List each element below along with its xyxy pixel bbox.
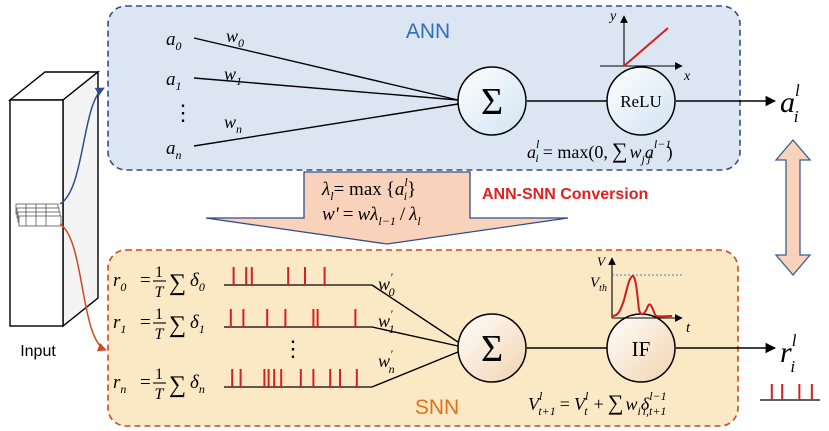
conversion-label: ANN-SNN Conversion [482, 186, 648, 203]
potential-curve [611, 274, 673, 318]
rate-label-1: r1 [113, 312, 126, 336]
rate-sum-2: ∑ [169, 372, 186, 398]
input-patch-stack [15, 203, 62, 227]
ann-input-a0: a0 [166, 29, 182, 53]
relu-axis-y: y [608, 9, 617, 24]
rate-denominator-2: T [155, 386, 165, 403]
potential-axis-vth: Vth [590, 275, 607, 294]
ann-weight-w1: w1 [224, 64, 242, 88]
potential-axis-v: V [597, 254, 607, 269]
rate-sum-0: ∑ [169, 270, 186, 296]
rate-eq-1: = [140, 312, 151, 333]
rate-eq-0: = [140, 270, 151, 291]
snn-weight-w0: w'0 [378, 270, 395, 299]
rate-eq-2: = [140, 372, 151, 393]
snn-sum-node [457, 313, 527, 383]
rate-label-0: r0 [113, 270, 126, 294]
ann-sum-node [457, 66, 527, 136]
ann-connections [193, 37, 459, 147]
rate-numerator-1: 1 [155, 306, 163, 323]
potential-plot: V Vth t [590, 254, 691, 336]
ann-input-an: an [166, 138, 182, 162]
rate-numerator-0: 1 [155, 264, 163, 281]
rate-numerator-2: 1 [155, 366, 163, 383]
input-block: Input [8, 70, 100, 360]
rate-delta-2: δn [190, 372, 205, 396]
relu-curve [623, 27, 669, 67]
ann-relu-label: ReLU [620, 92, 662, 111]
snn-sum-symbol: Σ [481, 328, 503, 370]
relu-plot: y x [600, 9, 691, 84]
conversion-formula-2: w'=wλl−1/λl [322, 204, 421, 228]
ann-relu-node [606, 66, 676, 136]
ann-ellipsis: ⋮ [172, 100, 194, 125]
input-to-snn-arrow [59, 223, 107, 352]
potential-axis-t: t [686, 320, 691, 336]
input-to-ann-arrow [59, 87, 105, 205]
snn-ellipsis: ⋮ [282, 336, 304, 361]
rate-sum-1: ∑ [169, 312, 186, 338]
snn-title: SNN [415, 396, 459, 419]
ann-title: ANN [406, 20, 450, 43]
rate-denominator-0: T [155, 284, 165, 301]
ann-weight-wn: wn [224, 112, 242, 136]
snn-weight-w1: w'1 [378, 307, 395, 336]
rate-delta-0: δ0 [190, 270, 205, 294]
ann-weight-w0: w0 [226, 26, 244, 50]
rate-delta-1: δ1 [190, 312, 205, 336]
ann-input-a1: a1 [166, 69, 182, 93]
equivalence-double-arrow [774, 138, 812, 277]
input-label: Input [20, 343, 56, 360]
ann-sum-symbol: Σ [481, 81, 503, 123]
ann-panel: ANN a0 a1 ⋮ an w0 w1 wn Σ ReLU y x [107, 5, 741, 171]
relu-axis-x: x [683, 69, 691, 84]
snn-weight-wn: w'n [378, 347, 395, 376]
snn-connections [371, 284, 459, 388]
rate-label-2: rn [113, 372, 126, 396]
rate-denominator-1: T [155, 326, 165, 343]
snn-if-label: IF [632, 337, 651, 361]
